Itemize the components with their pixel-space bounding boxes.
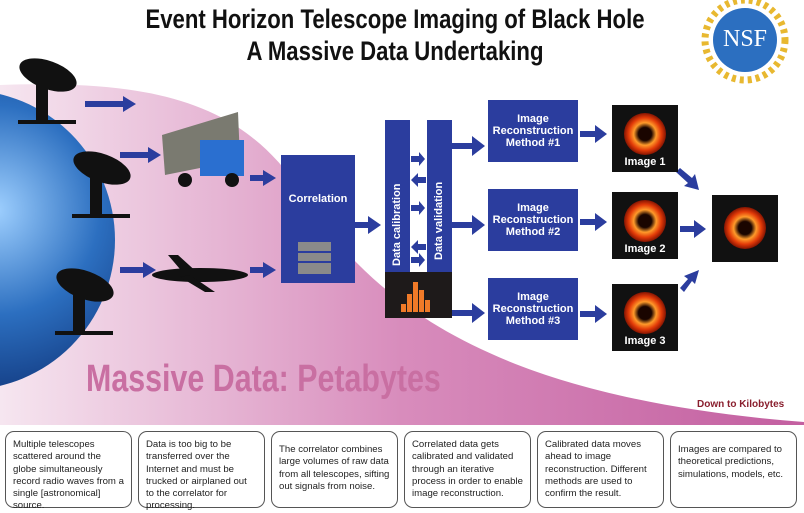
nsf-logo [701,0,789,84]
arrow-icon [680,270,699,292]
kilobytes-label: Down to Kilobytes [697,399,785,410]
server-icon [298,242,331,274]
arrow-icon [680,220,706,238]
title-line-2: A Massive Data Undertaking [246,36,544,66]
telescope-icon [72,151,131,218]
image-1: Image 1 [612,105,678,172]
note-telescopes: Multiple telescopes scattered around the… [5,431,132,511]
note-calibration: Correlated data gets calibrated and vali… [404,431,531,508]
arrow-icon [85,96,136,112]
arrow-icon [120,147,161,163]
method-2-box: Image Reconstruction Method #2 [488,189,578,251]
arrow-icon [411,201,425,215]
arrow-icon [452,303,485,323]
arrow-icon [411,240,426,254]
arrow-icon [676,168,699,190]
black-hole-image [624,113,666,155]
note-transport: Data is too big to be transferred over t… [138,431,265,511]
final-image [712,195,778,262]
arrow-icon [355,216,381,234]
validation-column: Data validation [427,120,452,272]
arrow-icon [580,125,607,143]
arrow-icon [580,305,607,323]
histogram-icon [401,282,430,312]
method-1-box: Image Reconstruction Method #1 [488,100,578,162]
arrow-icon [250,262,276,278]
calibration-column: Data calibration [385,120,410,272]
image-3: Image 3 [612,284,678,351]
image-1-label: Image 1 [624,156,666,168]
arrow-icon [120,262,156,278]
arrow-icon [411,173,426,187]
title-line-1: Event Horizon Telescope Imaging of Black… [145,4,645,34]
histogram-panel [385,272,452,318]
image-3-label: Image 3 [624,335,666,347]
correlation-box: Correlation [281,155,355,283]
image-2-label: Image 2 [624,243,666,255]
note-comparison: Images are compared to theoretical predi… [670,431,797,508]
arrow-icon [411,253,425,267]
telescope-icon [55,268,114,335]
arrow-icon [580,213,607,231]
method-3-box: Image Reconstruction Method #3 [488,278,578,340]
arrow-icon [452,215,485,235]
note-reconstruction: Calibrated data moves ahead to image rec… [537,431,664,508]
black-hole-image [624,200,666,242]
nsf-logo-text: NSF [722,26,768,52]
calibration-label: Data calibration [391,183,403,266]
black-hole-image [724,207,766,249]
arrow-icon [250,170,276,186]
image-2: Image 2 [612,192,678,259]
truck-icon [162,112,244,187]
note-correlator: The correlator combines large volumes of… [271,431,398,508]
arrow-icon [452,136,485,156]
arrow-icon [411,152,425,166]
black-hole-image [624,292,666,334]
correlation-label: Correlation [288,193,348,205]
telescope-icons [18,58,131,335]
massive-data-label: Massive Data: Petabytes [86,358,441,400]
validation-label: Data validation [433,181,445,260]
telescope-icon [18,58,77,124]
flow-arrows [85,96,706,323]
airplane-icon [152,255,248,292]
